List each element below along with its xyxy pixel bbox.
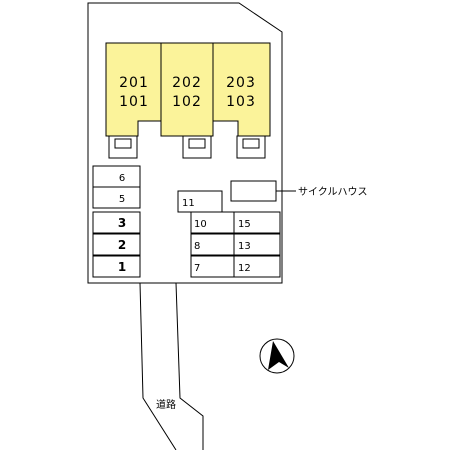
parking-stall-number: 13 <box>238 241 251 252</box>
parking-stall-number: 5 <box>119 194 125 205</box>
unit-number: 103 <box>226 94 256 110</box>
parking-stall-number: 11 <box>182 198 195 209</box>
north-arrow-icon <box>259 338 295 374</box>
unit-number: 201 <box>119 75 149 91</box>
parking-column-left <box>92 165 141 278</box>
unit-step <box>236 135 266 159</box>
parking-column-right <box>233 211 281 278</box>
parking-stall-number: 12 <box>238 263 251 274</box>
parking-stall-number: 7 <box>194 263 200 274</box>
parking-stall-number: 8 <box>194 241 200 252</box>
parking-stall-number: 6 <box>119 173 125 184</box>
apartment-building <box>105 42 271 137</box>
parking-stall-number: 3 <box>118 216 126 230</box>
road <box>139 282 204 450</box>
unit-number: 202 <box>172 75 202 91</box>
parking-stall-number: 2 <box>118 238 126 252</box>
parking-stall-number: 15 <box>238 219 251 230</box>
bicycle-house <box>230 180 277 202</box>
unit-number: 102 <box>172 94 202 110</box>
unit-step <box>108 135 138 159</box>
bicycle-house-label: サイクルハウス <box>298 186 368 198</box>
road-label: 道路 <box>156 398 176 411</box>
unit-number: 101 <box>119 94 149 110</box>
unit-number: 203 <box>226 75 256 91</box>
unit-step <box>182 135 212 159</box>
parking-stall-number: 10 <box>194 219 207 230</box>
parking-stall-number: 1 <box>118 260 126 274</box>
